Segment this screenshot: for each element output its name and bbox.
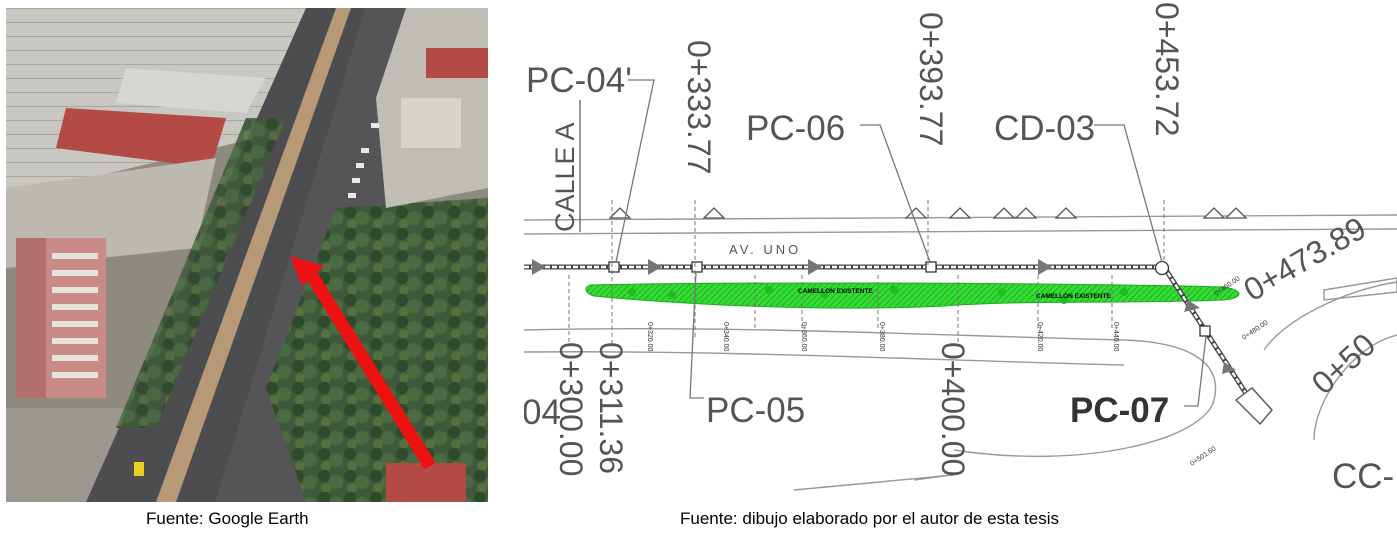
caption-left: Fuente: Google Earth xyxy=(146,509,309,528)
median-strip xyxy=(156,8,351,502)
station-360: 0+360.00 xyxy=(800,322,807,351)
aerial-photo xyxy=(6,8,488,502)
label-left-cut: 04 xyxy=(524,393,561,432)
manhole-pc06 xyxy=(925,261,937,273)
direction-arrowhead xyxy=(290,256,324,286)
station-340: 0+340.00 xyxy=(722,322,729,351)
manhole-pc05 xyxy=(691,261,703,273)
station-453: 0+453.72 xyxy=(1149,2,1185,136)
red-roof xyxy=(56,108,226,168)
curb-markers xyxy=(608,207,1248,219)
median-label-1: CAMELLON EXISTENTE xyxy=(798,288,873,295)
structure-cc-box xyxy=(1234,387,1273,426)
manhole-pc07 xyxy=(1199,325,1211,337)
large-station-labels-top: 0+333.77 0+393.77 0+453.72 xyxy=(681,2,1185,174)
label-cd03: CD-03 xyxy=(994,109,1095,148)
station-420: 0+420.00 xyxy=(1036,322,1043,351)
station-311: 0+311.36 xyxy=(593,342,629,474)
street-label: CALLE A xyxy=(550,122,580,232)
station-380: 0+380.00 xyxy=(878,322,885,351)
median-label-2: CAMELLON EXISTENTE xyxy=(1036,293,1111,300)
yellow-car xyxy=(134,462,144,476)
large-station-labels-bottom: 0+300.00 0+311.36 0+400.00 xyxy=(553,342,971,476)
station-480: 0+480.00 xyxy=(1241,319,1269,341)
leader-lines xyxy=(615,79,1207,407)
station-440: 0+440.00 xyxy=(1112,322,1119,351)
flow-arrows xyxy=(532,259,1052,275)
label-cc: CC- xyxy=(1332,457,1394,496)
trees-right xyxy=(266,198,488,502)
manhole-cd03 xyxy=(1154,260,1170,276)
small-station-labels: 0+320.00 0+340.00 0+360.00 0+380.00 0+42… xyxy=(646,322,1119,351)
station-300: 0+300.00 xyxy=(553,342,589,476)
station-400: 0+400.00 xyxy=(935,342,971,476)
manhole-pc04p xyxy=(608,261,620,273)
station-333: 0+333.77 xyxy=(681,40,717,174)
station-501: 0+501.60 xyxy=(1189,445,1217,467)
station-500: 0+50 xyxy=(1305,326,1383,401)
label-pc05: PC-05 xyxy=(706,391,805,430)
tree-line-left xyxy=(116,118,286,428)
station-393: 0+393.77 xyxy=(913,12,949,146)
avenue-label: AV. UNO xyxy=(729,242,801,257)
direction-arrow xyxy=(306,272,436,470)
parked-cars xyxy=(348,123,379,198)
caption-right: Fuente: dibujo elaborado por el autor de… xyxy=(680,509,1059,528)
median-camellon xyxy=(585,282,1240,309)
cad-plan-drawing: CAMELLON EXISTENTE CAMELLON EXISTENTE xyxy=(524,0,1397,505)
median-trees xyxy=(628,286,1128,304)
label-pc06: PC-06 xyxy=(746,109,845,148)
station-stakes xyxy=(568,200,1165,345)
label-pc04p: PC-04' xyxy=(526,61,632,100)
station-320: 0+320.00 xyxy=(646,322,653,351)
label-pc07: PC-07 xyxy=(1070,391,1169,430)
